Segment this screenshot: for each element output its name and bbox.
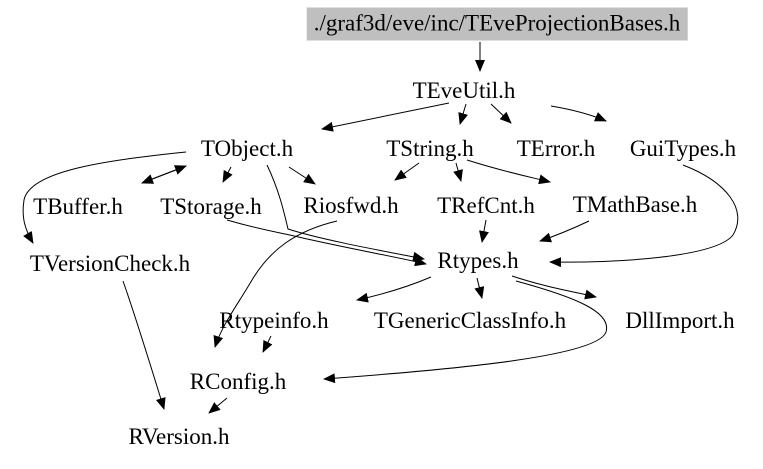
edge-tstorage-rtypes (226, 219, 427, 267)
node-terror[interactable]: TError.h (516, 136, 596, 161)
edge-trefcnt-rtypes (479, 219, 489, 243)
node-rversion[interactable]: RVersion.h (128, 424, 230, 449)
edge-tversioncheck-rversion (122, 280, 166, 410)
edge-tmathbase-rtypes (539, 220, 590, 243)
edge-teveutil-tstring (458, 103, 468, 125)
edge-tstring-trefcnt (453, 162, 463, 182)
node-guitypes[interactable]: GuiTypes.h (629, 136, 737, 161)
edge-tobject-rtypes (266, 164, 425, 262)
edge-tobject-tversioncheck (22, 151, 187, 244)
node-rtypeinfo[interactable]: Rtypeinfo.h (219, 308, 329, 333)
node-teveutil[interactable]: TEveUtil.h (412, 78, 516, 103)
edge-rtypeinfo-rconfig (262, 335, 273, 353)
edge-tobject-tstorage (222, 166, 233, 183)
node-tobject[interactable]: TObject.h (200, 136, 294, 161)
node-tstorage[interactable]: TStorage.h (160, 194, 262, 219)
node-tgenericclassinfo[interactable]: TGenericClassInfo.h (373, 308, 567, 333)
edge-rtypes-dllimport (511, 275, 597, 300)
edge-teveutil-tobject (321, 102, 450, 132)
edge-rtypes-tgenericclassinfo (474, 277, 485, 299)
edge-tstring-tmathbase (466, 159, 551, 185)
edge-teveutil-terror (490, 103, 512, 124)
node-tbuffer[interactable]: TBuffer.h (33, 194, 123, 219)
edge-guitypes-rtypes (549, 164, 739, 268)
edge-rtypes-rconfig (323, 280, 608, 384)
edge-tobject-riosfwd (288, 166, 316, 185)
node-tstring[interactable]: TString.h (386, 136, 474, 161)
edge-rconfig-rversion (208, 397, 228, 414)
edge-riosfwd-rconfig (213, 220, 338, 348)
edge-rtypes-rtypeinfo (356, 276, 432, 303)
node-trefcnt[interactable]: TRefCnt.h (437, 193, 535, 218)
edge-teveutil-guitypes (550, 105, 607, 122)
node-tmathbase[interactable]: TMathBase.h (572, 192, 698, 217)
node-riosfwd[interactable]: Riosfwd.h (303, 193, 399, 218)
node-dllimport[interactable]: DllImport.h (625, 308, 735, 333)
edge-tstring-riosfwd (394, 162, 420, 181)
node-tversioncheck[interactable]: TVersionCheck.h (29, 251, 191, 276)
node-teveprojectionbases[interactable]: ./graf3d/eve/inc/TEveProjectionBases.h (306, 7, 688, 41)
node-rtypes[interactable]: Rtypes.h (437, 248, 519, 273)
node-rconfig[interactable]: RConfig.h (189, 369, 287, 394)
edge-tbuffer-tobject (141, 165, 187, 184)
